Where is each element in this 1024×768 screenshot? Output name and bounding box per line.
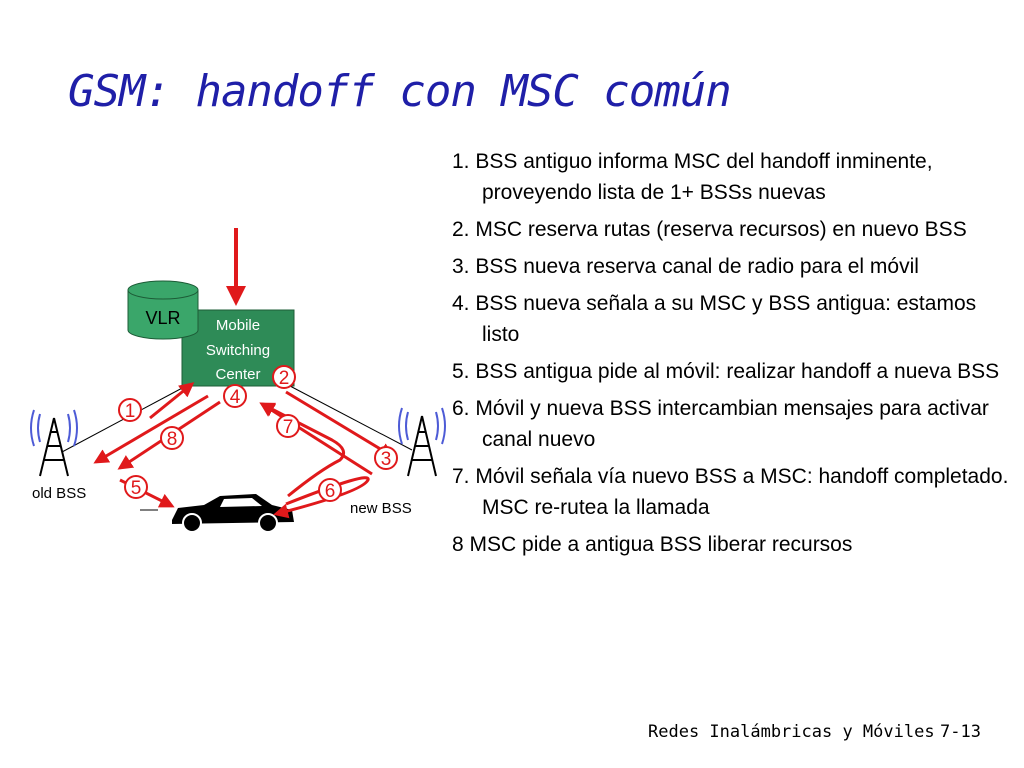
- step-badge: 8: [160, 426, 184, 450]
- step-number: 4: [230, 387, 241, 408]
- step-item: 7. Móvil señala vía nuevo BSS a MSC: han…: [452, 465, 1009, 519]
- step-number: 6: [325, 481, 336, 502]
- step-item: 5. BSS antigua pide al móvil: realizar h…: [452, 360, 1000, 383]
- step-item: 8 MSC pide a antigua BSS liberar recurso…: [452, 533, 853, 556]
- slide-title: GSM: handoff con MSC común: [68, 66, 732, 117]
- footer-course: Redes Inalámbricas y Móviles: [648, 722, 935, 742]
- msc-label-line: Switching: [206, 342, 270, 359]
- step-badge: 7: [276, 414, 300, 438]
- arrow-step-1: [149, 382, 195, 420]
- arrow-step-4: [259, 402, 373, 476]
- link-msc-new-bss: [289, 385, 413, 451]
- step-badge: 2: [272, 365, 296, 389]
- new-bss-tower-icon: [398, 407, 446, 477]
- arrow-step-8: [93, 394, 209, 464]
- step-number: 1: [125, 401, 136, 422]
- step-number: 8: [167, 429, 178, 450]
- step-item: 6. Móvil y nueva BSS intercambian mensaj…: [452, 397, 989, 451]
- step-number: 5: [131, 478, 142, 499]
- step-item: 3. BSS nueva reserva canal de radio para…: [452, 255, 919, 278]
- vlr-label: VLR: [145, 308, 180, 328]
- handoff-diagram: Mobile Switching Center VLR old BSS new …: [30, 228, 446, 533]
- step-badge: 1: [118, 398, 142, 422]
- msc-label-line: Center: [215, 366, 260, 383]
- handoff-steps-list: 1. BSS antiguo informa MSC del handoff i…: [452, 146, 1012, 566]
- step-number: 3: [381, 449, 392, 470]
- step-item: 4. BSS nueva señala a su MSC y BSS antig…: [452, 292, 977, 346]
- step-number: 7: [283, 417, 294, 438]
- arrow-step-2: [285, 390, 395, 458]
- arrow-step-7: [259, 402, 346, 498]
- mobile-car-icon: [140, 494, 294, 533]
- step-badge: 6: [318, 478, 342, 502]
- msc-label-line: Mobile: [216, 317, 260, 334]
- page-number: 7-13: [940, 722, 981, 742]
- vlr-database: VLR: [127, 280, 199, 340]
- step-number: 2: [279, 368, 290, 389]
- old-bss-label: old BSS: [32, 485, 86, 502]
- step-badge: 4: [223, 384, 247, 408]
- step-item: 2. MSC reserva rutas (reserva recursos) …: [452, 218, 967, 241]
- old-bss-tower-icon: [30, 409, 78, 477]
- step-badge: 5: [124, 475, 148, 499]
- step-badge: 3: [374, 446, 398, 470]
- new-bss-label: new BSS: [350, 500, 412, 517]
- step-item: 1. BSS antiguo informa MSC del handoff i…: [452, 150, 933, 204]
